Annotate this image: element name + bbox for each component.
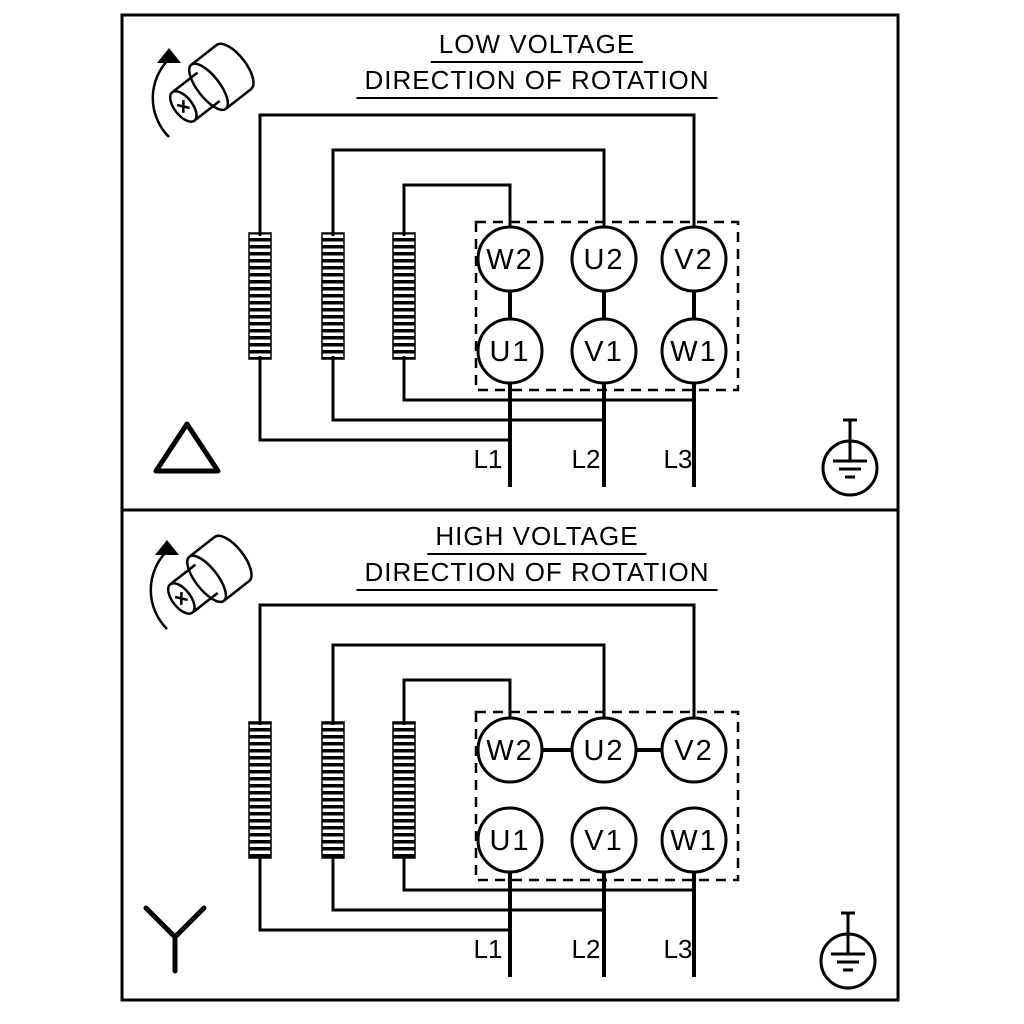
terminal-W1: W1	[660, 806, 728, 874]
terminal-W2: W2	[476, 716, 544, 784]
terminal-U1: U1	[476, 317, 544, 385]
rotation-arrowhead	[155, 540, 179, 555]
rotation-arrow-arc	[151, 58, 170, 138]
winding-coil	[248, 721, 272, 859]
terminal-label: U1	[489, 336, 530, 368]
terminal-label: W1	[670, 825, 718, 857]
rotation-arrow-arc	[149, 550, 168, 630]
line-label-l1: L1	[474, 934, 503, 964]
terminal-V2: V2	[660, 716, 728, 784]
panel-title: LOW VOLTAGE	[430, 30, 644, 63]
terminal-label: U2	[583, 735, 624, 767]
outer-frame	[120, 13, 900, 1002]
terminal-label: W2	[486, 244, 534, 276]
terminal-label: W1	[670, 336, 718, 368]
line-label-l3: L3	[664, 934, 693, 964]
rotation-direction-icon	[151, 42, 255, 138]
terminal-label: V1	[584, 336, 623, 368]
rotation-direction-icon	[149, 534, 253, 630]
terminal-V1: V1	[570, 806, 638, 874]
terminal-V1: V1	[570, 317, 638, 385]
terminal-U2: U2	[570, 716, 638, 784]
winding-coil	[321, 232, 345, 360]
terminal-U1: U1	[476, 806, 544, 874]
winding-coil	[392, 721, 416, 859]
terminal-label: U1	[489, 825, 530, 857]
terminal-label: V2	[674, 735, 713, 767]
line-label-l3: L3	[664, 444, 693, 474]
terminal-box	[474, 220, 740, 392]
low-voltage-panel: W2 U2 V2 U1 V1 W1 L1	[151, 42, 879, 497]
winding-coil	[248, 232, 272, 360]
terminal-W1: W1	[660, 317, 728, 385]
terminal-U2: U2	[570, 225, 638, 293]
high-voltage-panel: W2 U2 V2 U1 V1 W1 L1	[143, 534, 877, 990]
panel-subtitle: DIRECTION OF ROTATION	[356, 66, 718, 99]
terminal-label: W2	[486, 735, 534, 767]
terminal-V2: V2	[660, 225, 728, 293]
panel-title: HIGH VOLTAGE	[427, 522, 647, 555]
winding-coil	[392, 232, 416, 360]
rotation-arrowhead	[157, 48, 181, 63]
winding-coil	[321, 721, 345, 859]
line-label-l2: L2	[572, 934, 601, 964]
ground-icon	[819, 911, 877, 990]
terminal-label: U2	[583, 244, 624, 276]
panel-subtitle: DIRECTION OF ROTATION	[356, 558, 718, 591]
line-label-l1: L1	[474, 444, 503, 474]
delta-symbol-icon	[153, 421, 221, 474]
terminal-W2: W2	[476, 225, 544, 293]
ground-icon	[821, 418, 879, 497]
terminal-label: V2	[674, 244, 713, 276]
terminal-label: V1	[584, 825, 623, 857]
star-symbol-icon	[143, 905, 207, 974]
line-label-l2: L2	[572, 444, 601, 474]
terminal-box	[474, 710, 740, 882]
